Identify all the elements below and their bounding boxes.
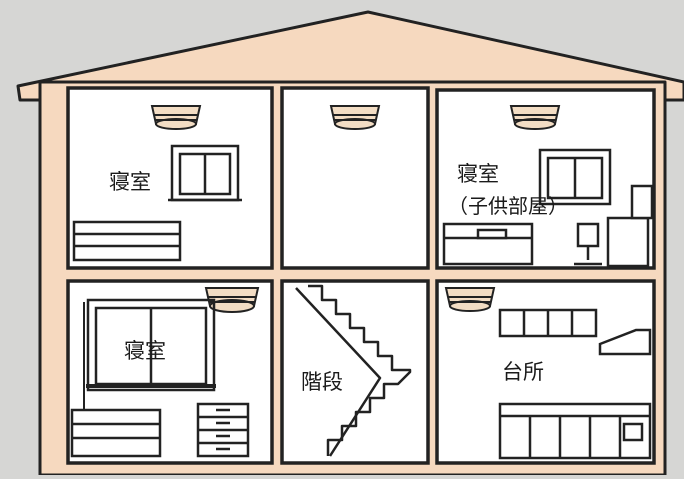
bed-icon [70,408,162,458]
roof [16,10,684,102]
window-icon [86,298,216,392]
chest-of-drawers-icon [196,402,250,458]
room-label-bedroom-lower-left: 寝室 [124,339,166,363]
smoke-detector-icon [444,287,496,312]
wall-cabinet-icon [498,308,598,338]
staircase [295,284,412,457]
smoke-detector-icon [150,105,202,130]
room-stairs [280,279,430,465]
window-icon [168,144,242,202]
bed-icon [72,220,182,262]
bed-icon [442,222,534,266]
smoke-detector-icon [329,105,381,130]
room-label-stairs: 階段 [301,370,343,394]
room-label-kitchen: 台所 [502,360,544,384]
window-icon [538,148,612,206]
room-label-bedroom-upper-left: 寝室 [109,170,151,194]
desk-chair-icon [574,184,654,268]
room-label-bedroom-child: 寝室 [457,162,499,186]
range-hood-icon [598,328,652,356]
kitchen-counter-icon [498,402,652,460]
smoke-detector-icon [509,105,561,130]
room-sublabel-bedroom-child: （子供部屋） [448,194,568,218]
